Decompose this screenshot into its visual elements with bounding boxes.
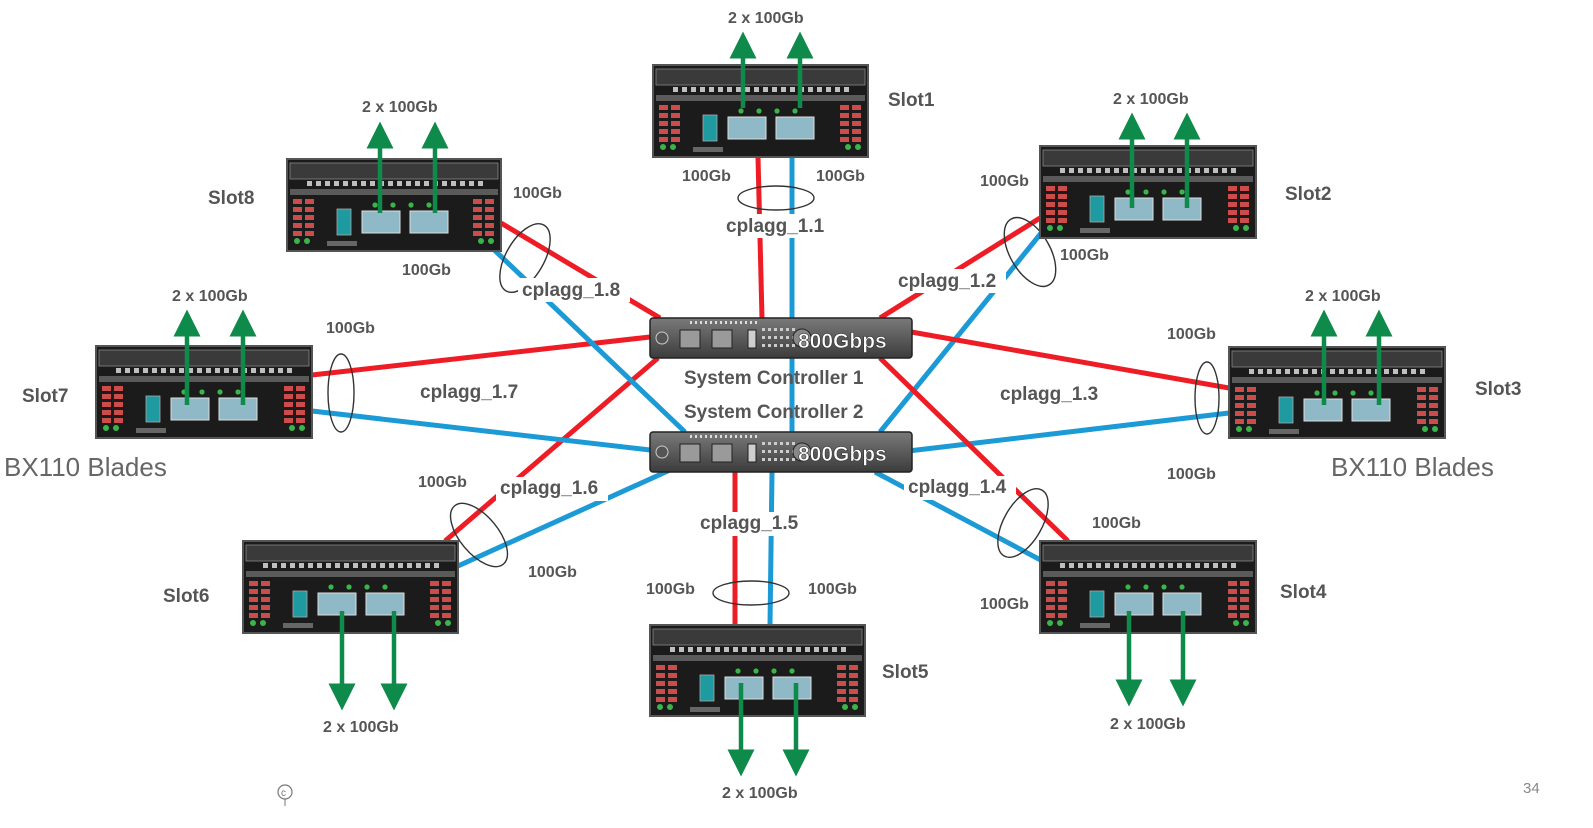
slot5-chassis bbox=[649, 624, 866, 717]
slot5-blue-link bbox=[767, 471, 775, 626]
slot3-chassis bbox=[1228, 346, 1446, 439]
slot3-red-link-label: 100Gb bbox=[1167, 326, 1216, 343]
slot3-blue-link-label: 100Gb bbox=[1167, 466, 1216, 483]
lag-ellipse-1-3 bbox=[1194, 361, 1220, 435]
slot1-blue-link-label: 100Gb bbox=[816, 168, 865, 185]
system-controller-1-label: System Controller 1 bbox=[684, 368, 864, 389]
slot1-label: Slot1 bbox=[888, 90, 935, 111]
slot8-red-link-label: 100Gb bbox=[513, 185, 562, 202]
lag-ellipse-1-4 bbox=[997, 488, 1049, 558]
lag-ellipse-1-6 bbox=[449, 502, 509, 568]
lag-label-1-3: cplagg_1.3 bbox=[1000, 384, 1098, 405]
lag-label-1-6: cplagg_1.6 bbox=[500, 478, 598, 499]
lag-ellipse-1-2 bbox=[1003, 216, 1057, 288]
slot3-label: Slot3 bbox=[1475, 379, 1521, 400]
slot6-red-link-label: 100Gb bbox=[418, 474, 467, 491]
slot2-label: Slot2 bbox=[1285, 184, 1331, 205]
slot2-chassis bbox=[1039, 145, 1257, 239]
slot5-red-link-label: 100Gb bbox=[646, 581, 695, 598]
bx110-blades-left-caption: BX110 Blades bbox=[4, 452, 167, 482]
slot7-red-link bbox=[311, 334, 651, 378]
slot8-label: Slot8 bbox=[208, 188, 254, 209]
page-number: 34 bbox=[1523, 780, 1540, 797]
slot3-red-link bbox=[899, 327, 1230, 391]
system-controller-1-device bbox=[649, 317, 913, 359]
controller-1-speed: 800Gbps bbox=[798, 330, 887, 353]
slot3-blue-link bbox=[899, 410, 1230, 455]
lag-ellipse-1-5 bbox=[712, 580, 790, 606]
slot5-uplink-label: 2 x 100Gb bbox=[722, 785, 798, 802]
slot2-red-link bbox=[878, 215, 1042, 321]
lag-label-1-8: cplagg_1.8 bbox=[522, 280, 620, 301]
slot8-red-link bbox=[499, 220, 662, 321]
lag-ellipses bbox=[327, 185, 1220, 606]
controller-2-speed: 800Gbps bbox=[798, 443, 887, 466]
slot6-label: Slot6 bbox=[163, 586, 209, 607]
uplink-arrows bbox=[173, 31, 1393, 777]
svg-text:c: c bbox=[281, 788, 286, 799]
blade-chassis-group bbox=[95, 64, 1446, 717]
slot4-blue-link-label: 100Gb bbox=[980, 596, 1029, 613]
slot8-chassis bbox=[286, 158, 502, 252]
slot5-blue-link-label: 100Gb bbox=[808, 581, 857, 598]
slot4-red-link bbox=[878, 356, 1070, 543]
slot6-blue-link-label: 100Gb bbox=[528, 564, 577, 581]
lag-ellipse-1-7 bbox=[327, 353, 355, 433]
lag-label-1-2: cplagg_1.2 bbox=[898, 271, 996, 292]
slot6-blue-link bbox=[456, 467, 672, 569]
slot7-blue-link bbox=[311, 408, 651, 453]
slot1-uplink-label: 2 x 100Gb bbox=[728, 10, 804, 27]
slot2-red-link-label: 100Gb bbox=[980, 173, 1029, 190]
system-controller-2-label: System Controller 2 bbox=[684, 402, 864, 423]
slot7-label: Slot7 bbox=[22, 386, 68, 407]
slot2-uplink-label: 2 x 100Gb bbox=[1113, 91, 1189, 108]
slot7-red-link-label: 100Gb bbox=[326, 320, 375, 337]
system-controllers bbox=[649, 317, 913, 473]
slot6-chassis bbox=[242, 540, 459, 634]
slot4-uplink-label: 2 x 100Gb bbox=[1110, 716, 1186, 733]
bx110-blades-right-caption: BX110 Blades bbox=[1331, 452, 1494, 482]
slot7-uplink-label: 2 x 100Gb bbox=[172, 288, 248, 305]
slot4-red-link-label: 100Gb bbox=[1092, 515, 1141, 532]
system-controller-2-device bbox=[649, 431, 913, 473]
lag-ellipse-1-1 bbox=[737, 185, 815, 211]
slot8-blue-link-label: 100Gb bbox=[402, 262, 451, 279]
copyright-icon: c bbox=[277, 784, 293, 806]
slot6-uplink-label: 2 x 100Gb bbox=[323, 719, 399, 736]
slot1-chassis bbox=[652, 64, 869, 158]
lag-label-1-7: cplagg_1.7 bbox=[420, 382, 518, 403]
slot5-label: Slot5 bbox=[882, 662, 929, 683]
slot4-label: Slot4 bbox=[1280, 582, 1327, 603]
slot1-red-link-label: 100Gb bbox=[682, 168, 731, 185]
lag-label-1-1: cplagg_1.1 bbox=[726, 216, 825, 237]
slot3-uplink-label: 2 x 100Gb bbox=[1305, 288, 1381, 305]
slot8-uplink-label: 2 x 100Gb bbox=[362, 99, 438, 116]
slot4-chassis bbox=[1039, 540, 1257, 634]
slot7-chassis bbox=[95, 345, 313, 439]
slot8-blue-link bbox=[486, 242, 687, 434]
slot2-blue-link-label: 100Gb bbox=[1060, 247, 1109, 264]
lag-label-1-4: cplagg_1.4 bbox=[908, 477, 1007, 498]
lag-ellipse-1-8 bbox=[499, 223, 551, 293]
lag-label-1-5: cplagg_1.5 bbox=[700, 513, 799, 534]
